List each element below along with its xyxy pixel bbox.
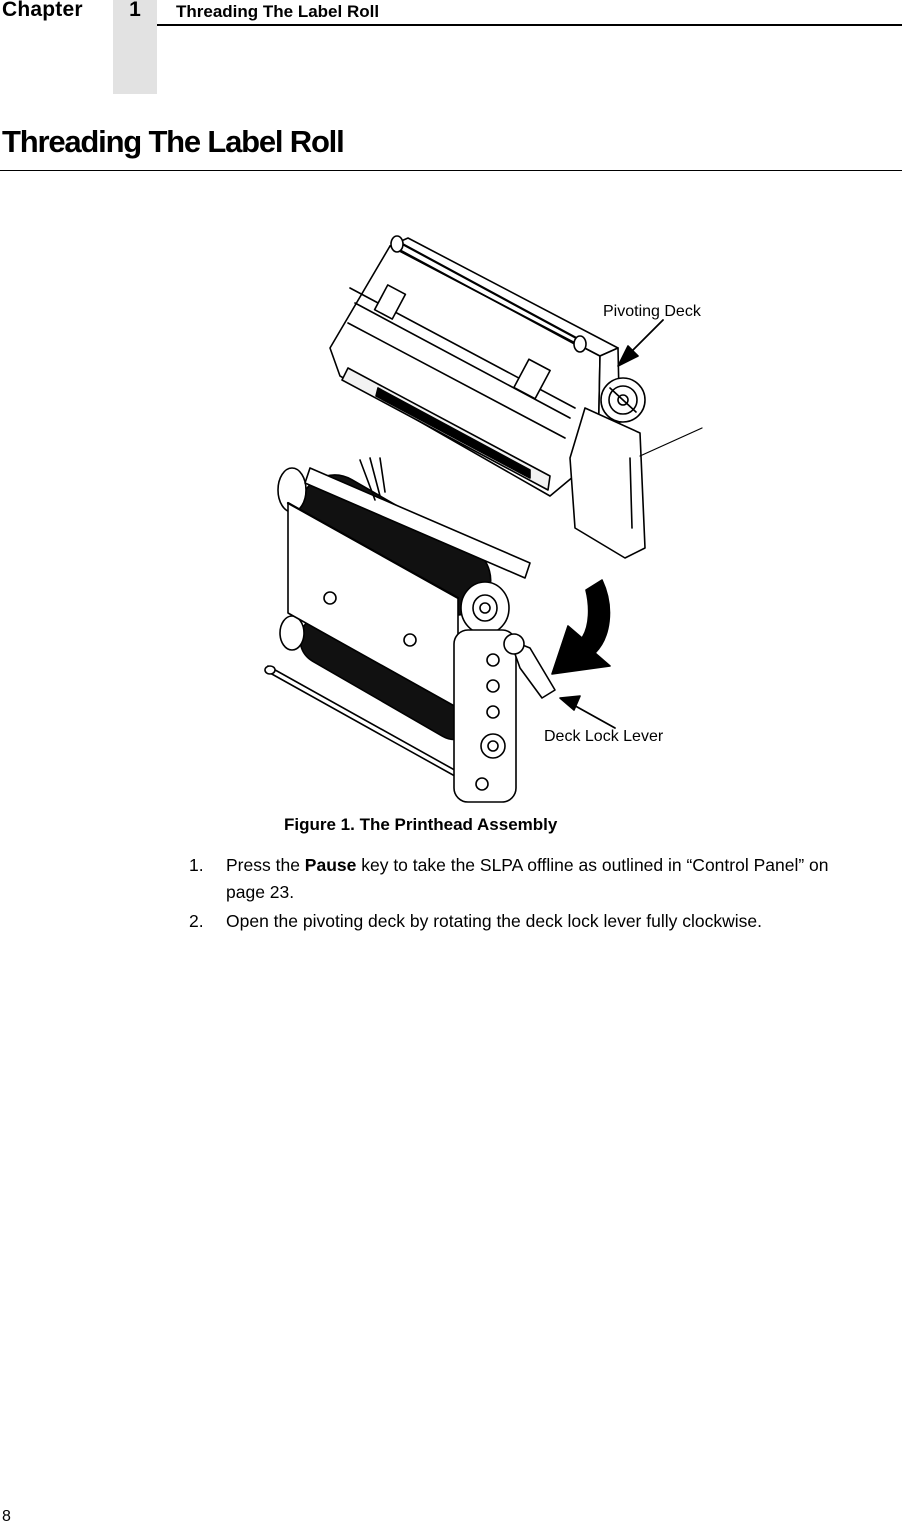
step-2-text: Open the pivoting deck by rotating the d… — [226, 911, 762, 931]
section-title: Threading The Label Roll — [2, 124, 345, 159]
page-header: Chapter 1 Threading The Label Roll — [0, 0, 902, 96]
printhead-assembly-figure: Pivoting Deck Deck Lock Lever — [230, 228, 730, 808]
printhead-assembly-illustration — [264, 235, 703, 803]
section-rule — [0, 170, 902, 171]
step-1-number: 1. — [189, 855, 204, 875]
step-2-number: 2. — [189, 911, 204, 931]
header-rule — [157, 24, 902, 26]
callout-pivoting-deck: Pivoting Deck — [603, 303, 701, 320]
chapter-tab: 1 — [113, 0, 157, 94]
deck-lock-lever — [509, 639, 556, 699]
step-1-text-after: key to take the SLPA offline as outlined… — [226, 855, 829, 902]
step-1-text: Press the Pause key to take the SLPA off… — [226, 852, 866, 906]
running-title: Threading The Label Roll — [176, 2, 380, 21]
pause-key-label: Pause — [304, 855, 357, 875]
page-number: 8 — [2, 1508, 11, 1525]
deck-side-plate — [569, 407, 646, 559]
end-plate — [453, 629, 517, 803]
rotation-arrow — [551, 579, 611, 675]
chapter-label: Chapter — [2, 0, 83, 21]
step-1-text-before: Press the — [226, 855, 305, 875]
chapter-number: 1 — [129, 0, 141, 21]
callout-deck-lock-lever: Deck Lock Lever — [544, 728, 664, 745]
figure-caption: Figure 1. The Printhead Assembly — [284, 815, 558, 834]
guide-rod — [267, 665, 461, 774]
